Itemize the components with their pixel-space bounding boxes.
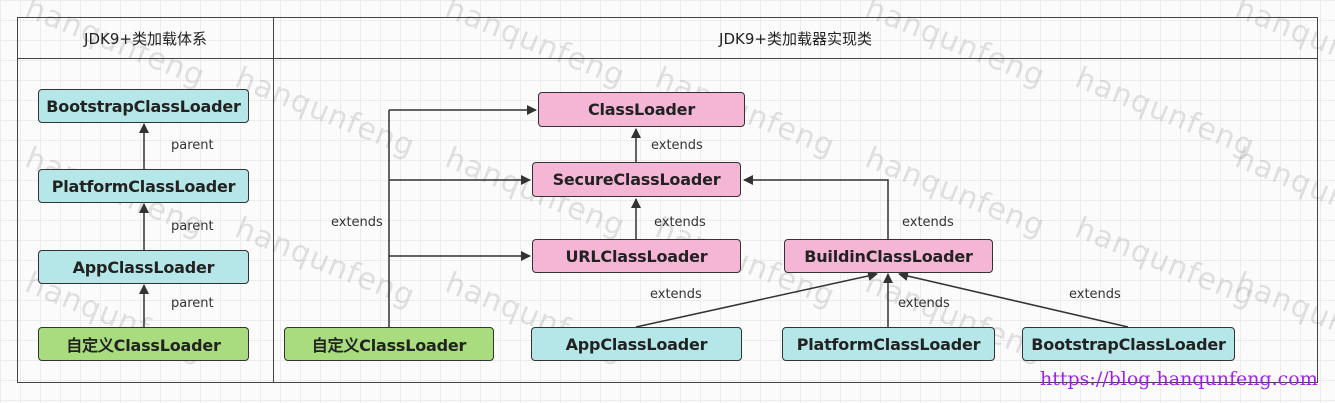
url-classloader-node: URLClassLoader	[532, 239, 741, 273]
extends-label: extends	[331, 215, 383, 230]
parent-label: parent	[171, 296, 214, 311]
edge-bootstrap-to-buildin	[898, 271, 1129, 328]
edge-buildin-to-secure	[743, 175, 889, 239]
edge-app-to-buildin	[635, 271, 878, 328]
right-bootstrap-classloader-node: BootstrapClassLoader	[1022, 327, 1235, 361]
extends-label: extends	[898, 296, 950, 311]
left-app-classloader-node: AppClassLoader	[38, 250, 249, 284]
classloader-node: ClassLoader	[538, 92, 745, 127]
right-panel-title: JDK9+类加载器实现类	[719, 30, 872, 48]
extends-label: extends	[902, 215, 954, 230]
right-custom-classloader-node: 自定义ClassLoader	[284, 327, 494, 361]
right-panel-header	[273, 17, 1318, 59]
right-app-classloader-node: AppClassLoader	[531, 327, 742, 361]
buildin-classloader-node: BuildinClassLoader	[784, 239, 993, 273]
extends-label: extends	[1069, 287, 1121, 302]
parent-label: parent	[171, 219, 214, 234]
left-bootstrap-classloader-node: BootstrapClassLoader	[38, 89, 249, 123]
parent-label: parent	[171, 138, 214, 153]
extends-label: extends	[654, 215, 706, 230]
right-platform-classloader-node: PlatformClassLoader	[782, 327, 995, 361]
left-custom-classloader-node: 自定义ClassLoader	[38, 327, 249, 361]
extends-label: extends	[651, 138, 703, 153]
blog-url-watermark: https://blog.hanqunfeng.com	[1040, 368, 1318, 390]
secure-classloader-node: SecureClassLoader	[532, 162, 741, 197]
left-panel-title: JDK9+类加载体系	[84, 30, 207, 48]
left-platform-classloader-node: PlatformClassLoader	[38, 169, 249, 203]
extends-label: extends	[650, 287, 702, 302]
